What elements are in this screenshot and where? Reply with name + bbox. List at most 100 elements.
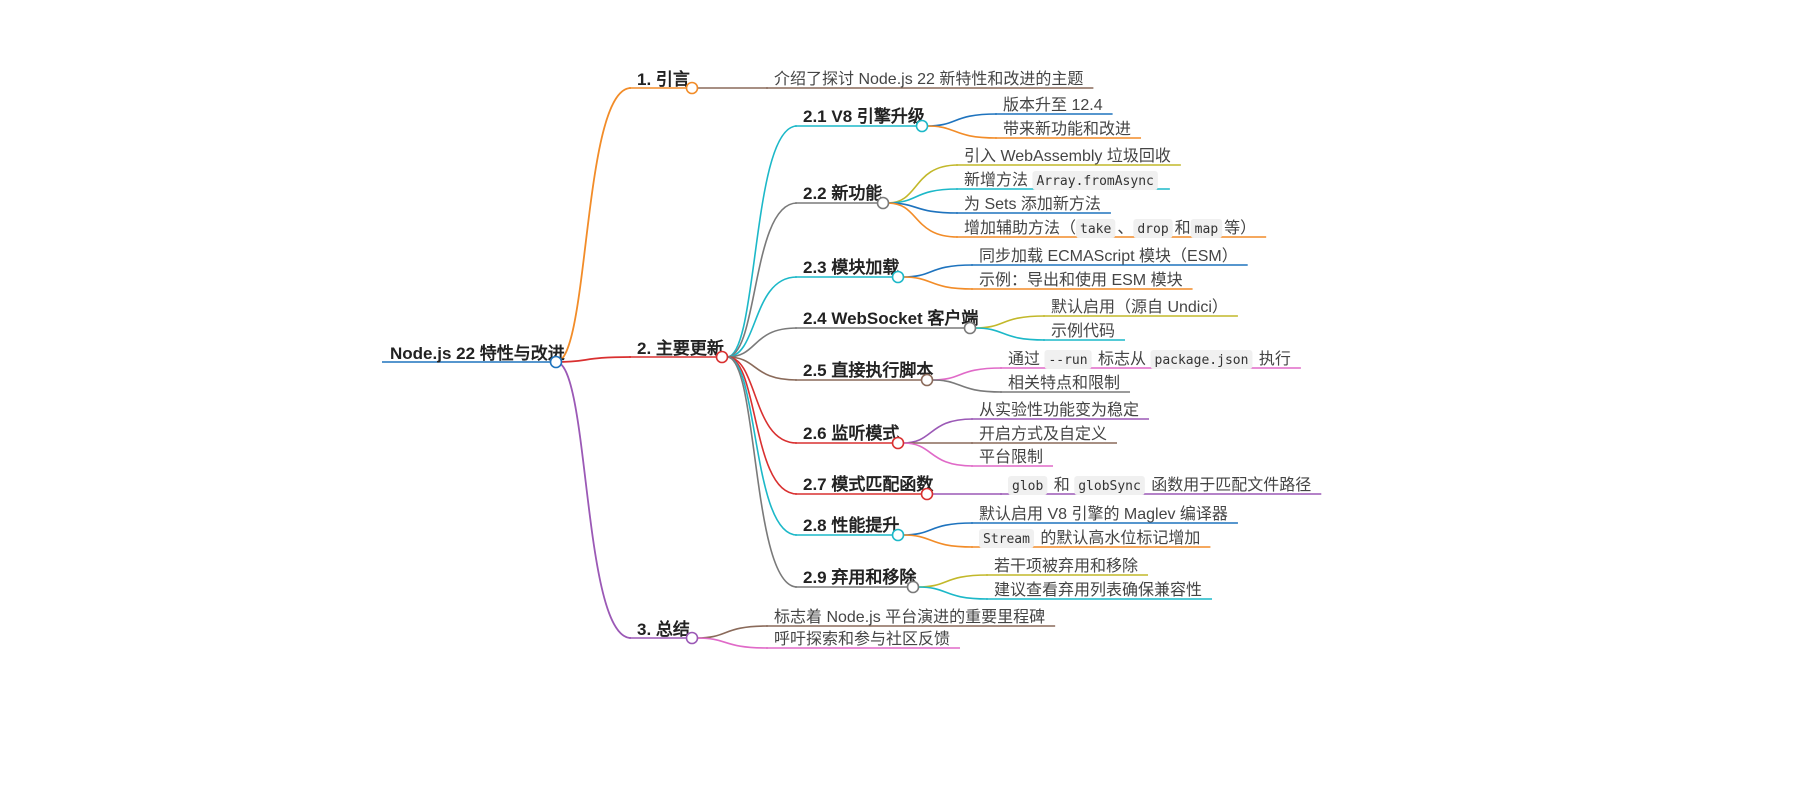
leaf-text-segment: 平台限制 [979, 448, 1043, 466]
edge-updates-to-sub-8 [726, 356, 798, 536]
connector-updates[interactable] [715, 350, 729, 364]
code-chip [1076, 219, 1116, 238]
leaf-sub-3-0: 同步加载 ECMAScript 模块（ESM） [979, 247, 1238, 265]
leaf-text-segment: 增加辅助方法（ [964, 219, 1076, 237]
leaf-sub-6-1: 开启方式及自定义 [979, 425, 1107, 443]
code-chip [1008, 476, 1048, 495]
subsection-label-1: 2.1 V8 引擎升级 [803, 106, 925, 126]
leaf-sub-1-0: 版本升至 12.4 [1003, 96, 1103, 114]
connectors-layer [549, 81, 977, 645]
edge-sub-6-leaf-2 [902, 442, 974, 467]
code-text: globSync [1078, 479, 1141, 494]
connector-sub-9[interactable] [906, 580, 920, 594]
connector-sub-7[interactable] [920, 487, 934, 501]
subsection-label-5: 2.5 直接执行脚本 [803, 360, 933, 380]
connector-sub-6[interactable] [891, 436, 905, 450]
subsection-label-9: 2.9 弃用和移除 [803, 567, 917, 587]
connector-summary[interactable] [685, 631, 699, 645]
leaf-text-segment: 相关特点和限制 [1008, 374, 1120, 392]
leaf-text-segment: 介绍了探讨 Node.js 22 新特性和改进的主题 [774, 70, 1083, 88]
root-label: Node.js 22 特性与改进 [390, 343, 565, 363]
leaf-text-segment: 的默认高水位标记增加 [1036, 529, 1200, 547]
edge-sub-8-leaf-0 [902, 522, 974, 536]
leaf-text-segment: 带来新功能和改进 [1003, 120, 1131, 138]
edge-root-to-intro [555, 87, 632, 363]
leaf-text-segment: 开启方式及自定义 [979, 425, 1107, 443]
section-label-updates: 2. 主要更新 [637, 338, 724, 358]
edge-sub-5-leaf-1 [931, 379, 1003, 393]
connector-sub-5[interactable] [920, 373, 934, 387]
leaf-text-segment: 标志从 [1094, 350, 1151, 368]
code-chip [1044, 350, 1092, 369]
code-chip [979, 529, 1034, 548]
leaf-text-segment: 、 [1117, 220, 1133, 237]
leaf-text-segment: 默认启用（源自 Undici） [1051, 298, 1228, 316]
edge-sub-3-leaf-0 [902, 264, 974, 278]
edge-sub-6-leaf-0 [902, 418, 974, 444]
code-text: package.json [1155, 353, 1249, 368]
subsection-label-7: 2.7 模式匹配函数 [803, 474, 934, 494]
code-chip [1190, 219, 1223, 238]
edge-updates-to-sub-5 [726, 356, 798, 381]
subsection-label-6: 2.6 监听模式 [803, 423, 899, 443]
edge-sub-4-leaf-0 [974, 315, 1046, 329]
leaf-sub-6-0: 从实验性功能变为稳定 [979, 401, 1139, 419]
leaf-sub-1-1: 带来新功能和改进 [1003, 120, 1131, 138]
code-text: take [1080, 222, 1111, 237]
code-chip [1150, 350, 1253, 369]
edge-root-to-updates [555, 356, 632, 363]
edge-updates-to-sub-2 [726, 202, 798, 358]
edge-sub-4-leaf-1 [974, 327, 1046, 341]
leaf-text-segment: 引入 WebAssembly 垃圾回收 [964, 147, 1171, 165]
leaf-sub-8-0: 默认启用 V8 引擎的 Maglev 编译器 [979, 505, 1228, 523]
code-text: Stream [983, 532, 1030, 547]
leaf-sub-6-2: 平台限制 [979, 448, 1043, 466]
leaf-text-segment: 同步加载 ECMAScript 模块（ESM） [979, 247, 1238, 265]
connector-intro[interactable] [685, 81, 699, 95]
connector-sub-3[interactable] [891, 270, 905, 284]
leaf-text-segment: 标志着 Node.js 平台演进的重要里程碑 [774, 608, 1045, 626]
leaf-sub-3-1: 示例：导出和使用 ESM 模块 [979, 271, 1183, 289]
leaf-sub-4-1: 示例代码 [1051, 322, 1115, 340]
edge-updates-to-sub-4 [726, 327, 798, 358]
subsection-label-8: 2.8 性能提升 [803, 515, 899, 535]
code-text: --run [1048, 353, 1087, 368]
connector-sub-1[interactable] [915, 119, 929, 133]
leaf-text-segment: 等） [1224, 219, 1256, 237]
leaf-sub-5-1: 相关特点和限制 [1008, 374, 1120, 392]
leaf-text-segment: 函数用于匹配文件路径 [1147, 476, 1311, 494]
leaf-text-segment: 通过 [1008, 350, 1044, 368]
code-text: drop [1137, 222, 1168, 237]
connector-sub-2[interactable] [876, 196, 890, 210]
leaf-text-segment: 新增方法 [964, 171, 1032, 189]
leaf-text-segment: 示例代码 [1051, 322, 1115, 340]
edge-sub-8-leaf-1 [902, 534, 974, 548]
leaf-text-segment: 和 [1175, 219, 1191, 237]
leaf-text-segment: 从实验性功能变为稳定 [979, 401, 1139, 419]
root-connector[interactable] [549, 355, 563, 369]
leaf-sub-2-1: 新增方法 Array.fromAsync [964, 171, 1158, 190]
leaf-sub-7-0: glob 和 globSync 函数用于匹配文件路径 [1008, 476, 1311, 495]
labels-layer: Node.js 22 特性与改进 1. 引言 介绍了探讨 Node.js 22 新特… [390, 69, 1311, 648]
code-text: glob [1012, 479, 1043, 494]
edge-sub-5-leaf-0 [931, 367, 1003, 381]
leaf-text-segment: 示例：导出和使用 ESM 模块 [979, 271, 1183, 289]
leaf-text-segment: 为 Sets 添加新方法 [964, 195, 1101, 213]
section-label-intro: 1. 引言 [637, 69, 690, 89]
leaf-sub-9-0: 若干项被弃用和移除 [994, 557, 1138, 575]
edge-summary-leaf-1 [696, 637, 769, 649]
leaf-text-segment: 建议查看弃用列表确保兼容性 [994, 581, 1202, 599]
edge-updates-to-sub-1 [726, 125, 798, 358]
code-text: Array.fromAsync [1036, 174, 1153, 189]
subsection-label-4: 2.4 WebSocket 客户端 [803, 308, 978, 328]
connector-sub-8[interactable] [891, 528, 905, 542]
edges-layer [555, 87, 1046, 649]
connector-sub-4[interactable] [963, 321, 977, 335]
leaf-sub-4-0: 默认启用（源自 Undici） [1051, 298, 1228, 316]
leaf-sub-8-1: Stream 的默认高水位标记增加 [979, 529, 1200, 548]
edge-sub-1-leaf-0 [926, 113, 998, 127]
edge-updates-to-sub-9 [726, 356, 798, 588]
leaf-summary-0: 标志着 Node.js 平台演进的重要里程碑 [774, 608, 1045, 626]
